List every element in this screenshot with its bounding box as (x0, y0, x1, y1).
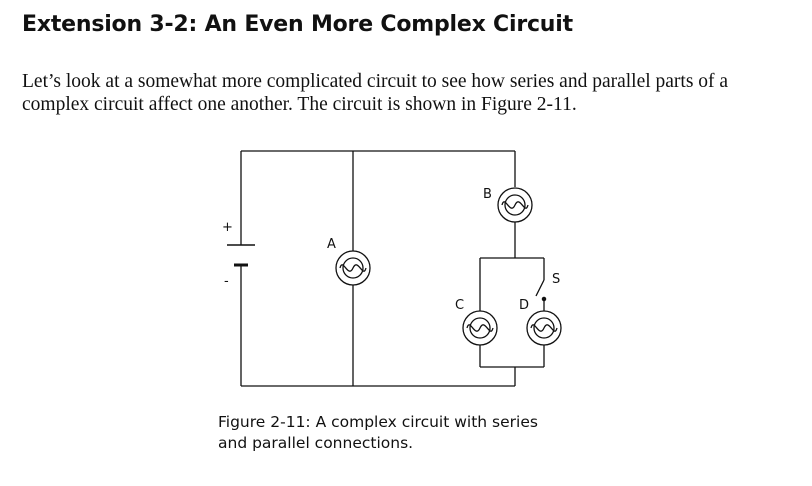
section-heading: Extension 3-2: An Even More Complex Circ… (22, 12, 573, 37)
figure-caption: Figure 2-11: A complex circuit with seri… (218, 412, 578, 454)
bulb-a-label: A (327, 237, 336, 252)
circuit-diagram: + - A B C D S (222, 150, 562, 387)
caption-line-2: and parallel connections. (218, 434, 414, 452)
bulb-c (462, 310, 498, 346)
wires (240, 150, 545, 387)
bulb-b (497, 187, 533, 223)
bulb-a (335, 250, 371, 286)
bulb-b-label: B (483, 187, 492, 202)
bulb-d (526, 310, 562, 346)
battery-plus-label: + (222, 220, 233, 235)
bulb-d-label: D (519, 298, 529, 313)
circuit-figure: + - A B C D S (200, 140, 600, 400)
body-paragraph: Let’s look at a somewhat more complicate… (22, 71, 729, 115)
switch-s-label: S (552, 272, 560, 287)
bulb-c-label: C (455, 298, 464, 313)
battery-minus-label: - (224, 274, 229, 289)
switch-s (535, 279, 547, 302)
caption-line-1: Figure 2-11: A complex circuit with seri… (218, 413, 538, 431)
battery (227, 244, 255, 267)
